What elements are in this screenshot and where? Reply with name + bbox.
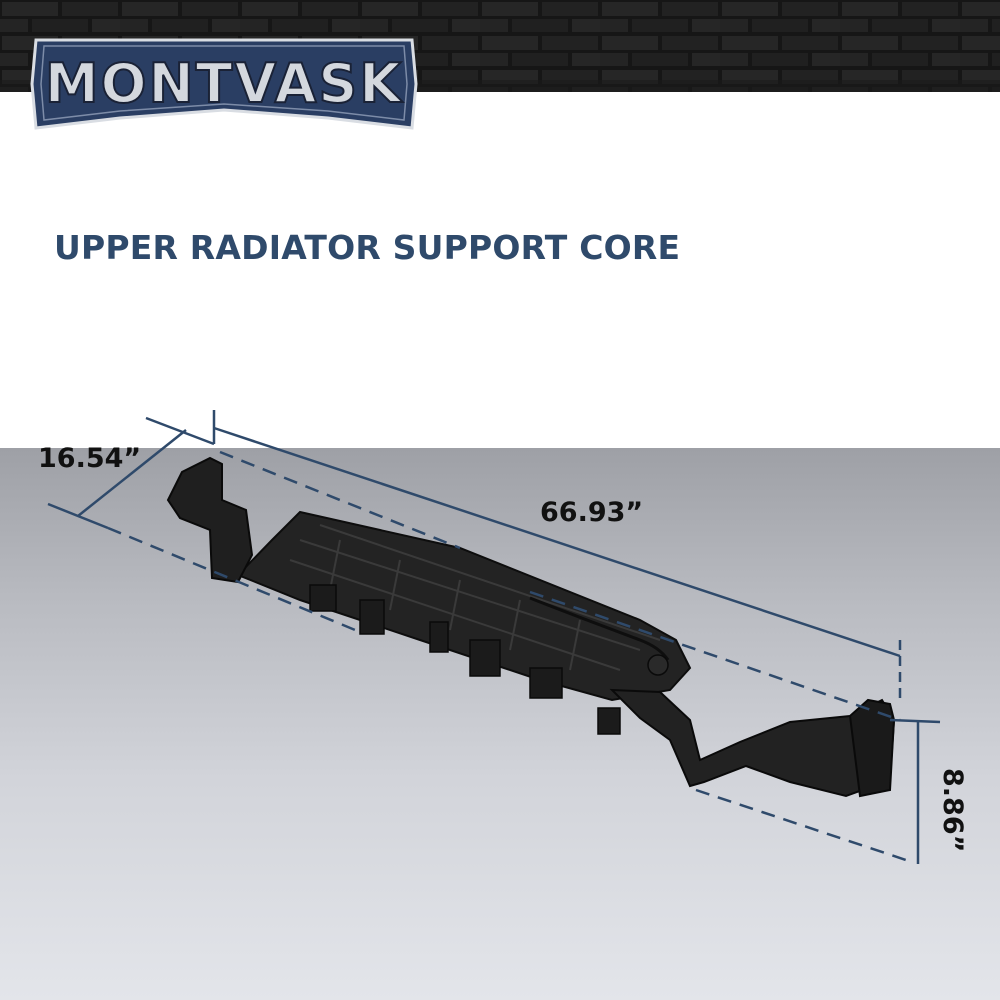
dimension-height-label: 8.86” xyxy=(937,768,968,853)
dimension-lines-icon xyxy=(47,410,941,864)
brand-logo: MONTVASK xyxy=(28,34,420,138)
dimension-depth-label: 16.54” xyxy=(38,443,142,474)
product-title: UPPER RADIATOR SUPPORT CORE xyxy=(54,228,681,267)
radiator-support-part xyxy=(166,456,896,798)
dimension-length-label: 66.93” xyxy=(540,497,644,528)
brand-logo-text: MONTVASK xyxy=(45,52,403,115)
